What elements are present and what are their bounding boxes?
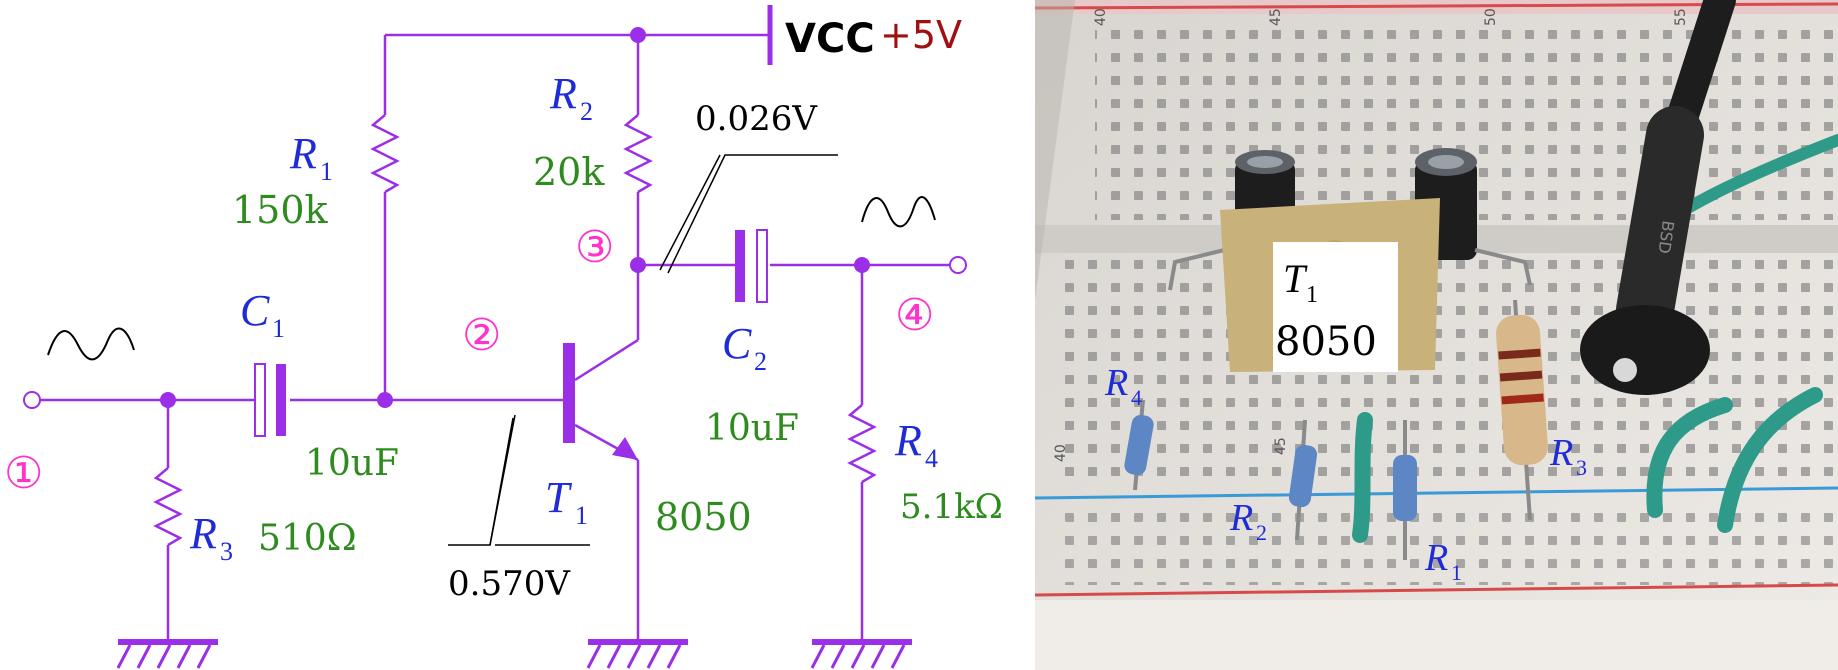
ruler-number: 40 — [1093, 8, 1109, 26]
photo-r2-letter: R — [1229, 497, 1253, 539]
emitter-arrow-icon — [612, 437, 638, 460]
photo-r4-letter: R — [1104, 362, 1128, 404]
resistor-r2-photo — [1288, 419, 1318, 541]
vcc-label: VCC — [785, 16, 875, 62]
ruler-number: 50 — [1483, 8, 1499, 26]
capacitor-c1 — [254, 363, 286, 437]
resistor-r3-photo — [1496, 299, 1548, 521]
photo-r1-letter: R — [1424, 537, 1448, 579]
t1-photo-sub: 1 — [1306, 282, 1318, 308]
base-voltage-leader — [448, 414, 516, 546]
t1-label-sub: 1 — [575, 501, 588, 530]
lower-hole-grid — [1055, 505, 1838, 585]
ruler-number: 45 — [1268, 8, 1284, 26]
vcc-voltage-value: +5V — [880, 13, 962, 57]
input-sine-wave-icon — [47, 327, 135, 361]
node-1-marker: ① — [4, 448, 43, 499]
resistor-r4-photo — [1124, 399, 1154, 491]
input-terminal — [23, 391, 41, 409]
schematic-diagram: VCC +5V R 1 150k R 2 20k R 3 510Ω R 4 5.… — [4, 5, 1003, 669]
output-terminal — [949, 256, 967, 274]
r2-label-sub: 2 — [580, 97, 593, 126]
resistor-r1-photo — [1393, 420, 1417, 560]
green-jumper-wire — [1352, 412, 1373, 543]
photo-r1-sub: 1 — [1451, 560, 1462, 585]
ruler-number: 55 — [1673, 8, 1689, 26]
r2-value: 20k — [533, 150, 605, 194]
ruler-number: 45 — [1273, 437, 1289, 455]
t1-photo-label-box — [1273, 242, 1398, 372]
t1-label-letter: T — [545, 473, 573, 522]
middle-hole-grid — [1055, 255, 1838, 485]
probe-text: BSD — [1654, 219, 1677, 254]
base-voltage-reading: 0.570V — [448, 564, 571, 604]
green-jumper-wire — [1646, 397, 1733, 518]
collector-voltage-reading: 0.026V — [695, 99, 818, 139]
r3-value: 510Ω — [258, 518, 357, 559]
node-2-marker: ② — [462, 310, 501, 361]
r3-label-sub: 3 — [220, 537, 233, 566]
green-jumper-wire — [1717, 387, 1823, 533]
output-sine-wave-icon — [861, 196, 936, 228]
c2-label-letter: C — [722, 319, 752, 368]
node-4-marker: ④ — [895, 290, 934, 341]
collector-voltage-leader — [667, 154, 838, 274]
r1-value: 150k — [232, 188, 329, 232]
photo-r3-sub: 3 — [1576, 455, 1587, 480]
r3-label-letter: R — [189, 509, 217, 558]
r1-label-letter: R — [289, 129, 317, 178]
photo-r2-sub: 2 — [1256, 520, 1267, 545]
ground-icons — [116, 639, 912, 669]
breadboard-photo: 40 45 50 55 45 40 T 1 8050 — [1035, 0, 1838, 670]
r4-label-letter: R — [894, 416, 922, 465]
c1-label-sub: 1 — [272, 314, 285, 343]
t1-part-number: 8050 — [655, 495, 752, 539]
r4-label-sub: 4 — [925, 444, 938, 473]
c2-label-sub: 2 — [754, 347, 767, 376]
r4-value: 5.1kΩ — [900, 487, 1003, 527]
photo-r3-letter: R — [1549, 432, 1573, 474]
c1-label-letter: C — [240, 286, 270, 335]
r1-label-sub: 1 — [320, 157, 333, 186]
blue-rail-line — [1035, 486, 1838, 500]
capacitor-c2 — [735, 229, 768, 303]
transistor-t1-base-bar — [563, 343, 575, 443]
oscilloscope-probe: BSD — [1580, 0, 1736, 395]
photo-r4-sub: 4 — [1131, 385, 1142, 410]
ruler-number: 40 — [1053, 444, 1069, 462]
t1-photo-letter: T — [1283, 256, 1308, 301]
node-3-marker: ③ — [575, 222, 614, 273]
t1-photo-part-number: 8050 — [1275, 319, 1377, 365]
c2-value: 10uF — [705, 408, 799, 449]
r2-label-letter: R — [549, 69, 577, 118]
junction-dots — [160, 27, 870, 408]
c1-value: 10uF — [305, 443, 399, 484]
